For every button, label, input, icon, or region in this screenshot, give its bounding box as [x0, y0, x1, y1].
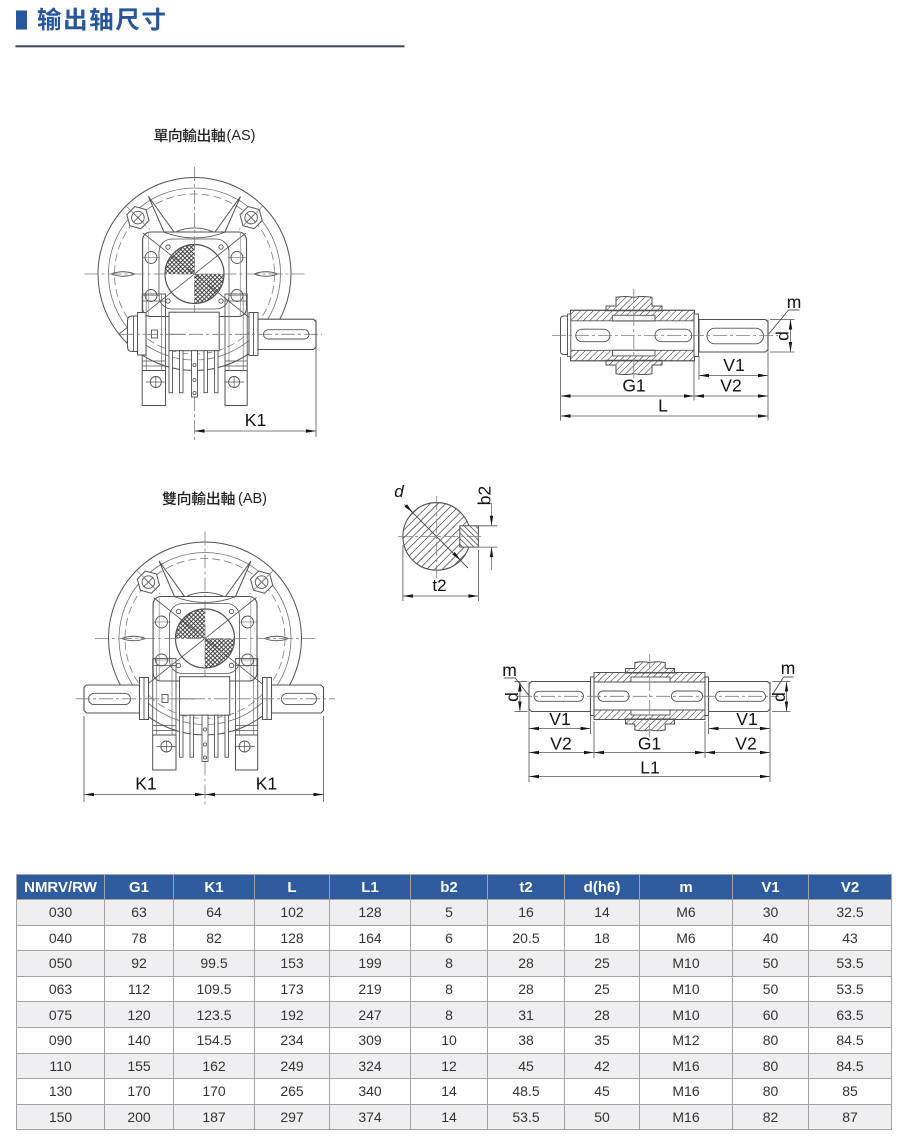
svg-text:G1: G1 — [638, 734, 661, 754]
svg-text:m: m — [781, 658, 796, 678]
svg-text:V2: V2 — [735, 734, 756, 754]
svg-text:(AB): (AB) — [238, 491, 267, 507]
svg-text:V1: V1 — [736, 709, 757, 729]
svg-text:V1: V1 — [549, 709, 570, 729]
svg-text:V2: V2 — [720, 376, 741, 396]
svg-text:d: d — [394, 482, 404, 501]
svg-text:G1: G1 — [622, 376, 645, 396]
svg-text:d: d — [502, 692, 522, 702]
svg-text:t2: t2 — [432, 576, 446, 595]
svg-text:K1: K1 — [245, 410, 266, 430]
svg-text:m: m — [787, 292, 802, 312]
svg-text:L: L — [658, 396, 668, 416]
svg-text:K1: K1 — [135, 774, 156, 794]
svg-text:(AS): (AS) — [227, 128, 256, 144]
svg-text:L1: L1 — [640, 758, 659, 778]
svg-text:m: m — [502, 660, 517, 680]
svg-text:V1: V1 — [723, 355, 744, 375]
svg-text:d: d — [769, 692, 789, 702]
svg-text:b2: b2 — [475, 486, 495, 505]
svg-text:K1: K1 — [256, 774, 277, 794]
svg-text:d: d — [773, 331, 793, 341]
svg-text:V2: V2 — [550, 734, 571, 754]
